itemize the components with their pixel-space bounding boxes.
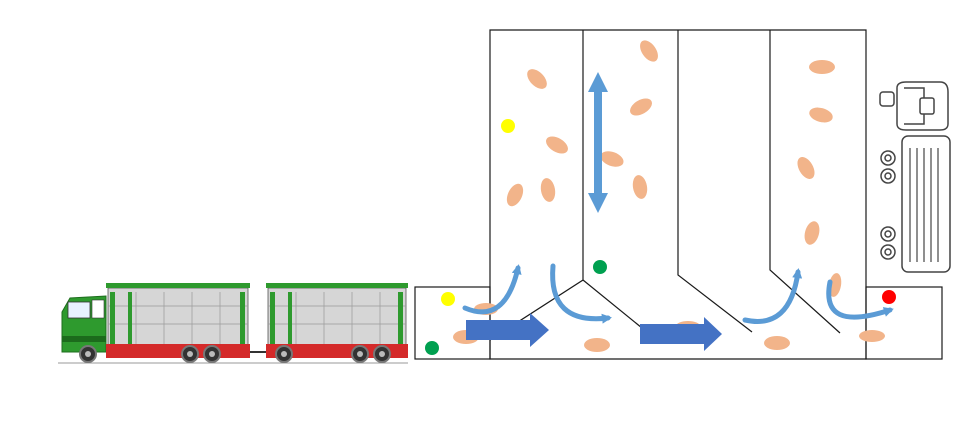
green-marker-dot — [425, 341, 439, 355]
curved-flow-arrow — [550, 263, 612, 324]
pen-divider-3 — [677, 30, 753, 333]
pig — [632, 175, 648, 199]
flow-arrow-group — [462, 72, 894, 351]
straight-flow-arrow — [466, 313, 549, 347]
pig — [809, 107, 833, 123]
yellow-marker-dot — [501, 119, 515, 133]
curved-flow-arrow — [826, 279, 894, 320]
livestock-truck-with-trailer-icon — [58, 283, 408, 364]
pig — [640, 40, 658, 62]
double-vertical-arrow — [588, 72, 608, 213]
pig — [630, 98, 652, 116]
pig — [546, 136, 568, 154]
pig — [797, 157, 815, 179]
pig — [527, 69, 547, 89]
straight-flow-arrow — [640, 317, 722, 351]
pig — [804, 221, 820, 245]
pig — [540, 178, 556, 202]
pig-group — [453, 40, 885, 352]
pig — [584, 338, 610, 352]
green-marker-dot — [593, 260, 607, 274]
pig — [809, 60, 835, 74]
pig — [828, 273, 842, 297]
pig — [764, 336, 790, 350]
pig — [506, 183, 524, 207]
pig — [859, 330, 885, 342]
pen-divider-4 — [769, 30, 841, 334]
curved-flow-arrow — [462, 264, 522, 315]
curved-flow-arrow — [742, 268, 803, 324]
marker-dots — [425, 119, 896, 355]
building-outline — [489, 29, 867, 360]
red-marker-dot — [882, 290, 896, 304]
loading-dock-right — [865, 286, 943, 360]
pig — [600, 151, 624, 167]
truck-top-view-icon — [879, 81, 951, 273]
pen-divider-2 — [582, 279, 643, 329]
yellow-marker-dot — [441, 292, 455, 306]
